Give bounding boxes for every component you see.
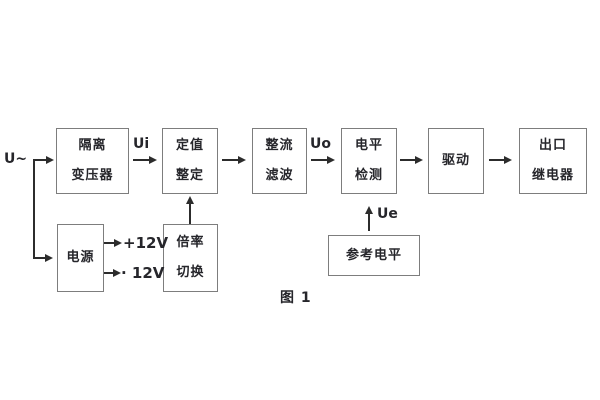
block-output-relay-line2: 继电器 xyxy=(531,168,574,183)
block-isolation-transformer-line1: 隔离 xyxy=(78,138,107,153)
block-isolation-transformer: 隔离 变压器 xyxy=(56,128,129,194)
block-reference-level: 参考电平 xyxy=(328,235,420,276)
arrow-pos12-head xyxy=(114,239,122,247)
block-level-detect-line1: 电平 xyxy=(354,138,383,153)
block-output-relay-line1: 出口 xyxy=(538,138,567,153)
arrow-setting-to-rectifier-head xyxy=(238,156,246,164)
block-setting-adjust-line1: 定值 xyxy=(175,138,204,153)
arrow-neg12-line xyxy=(104,272,114,274)
arrow-ratio-to-setting-line xyxy=(189,203,191,224)
arrow-ue-line xyxy=(368,213,370,231)
block-rectifier-filter: 整流 滤波 xyxy=(252,128,307,194)
figure-caption: 图 1 xyxy=(280,290,312,306)
arrow-ue-head xyxy=(365,206,373,214)
block-power-supply-label: 电源 xyxy=(66,250,95,265)
block-drive-label: 驱动 xyxy=(441,153,470,168)
arrow-rectifier-to-level-line xyxy=(311,159,328,161)
uo-signal-label: Uo xyxy=(310,136,331,152)
arrow-rectifier-to-level-head xyxy=(327,156,335,164)
block-ratio-switch-line2: 切换 xyxy=(176,265,205,280)
block-power-supply: 电源 xyxy=(57,224,104,292)
block-rectifier-filter-line1: 整流 xyxy=(265,138,294,153)
arrow-drive-to-relay-line xyxy=(489,159,505,161)
arrow-drive-to-relay-head xyxy=(504,156,512,164)
arrow-input-to-transformer-line xyxy=(33,159,47,161)
arrow-level-to-drive-line xyxy=(400,159,416,161)
neg12v-label: · 12V xyxy=(121,264,165,282)
arrow-input-to-power-head xyxy=(45,254,53,262)
ui-signal-label: Ui xyxy=(133,136,150,152)
arrow-input-to-power-line xyxy=(33,257,46,259)
block-reference-level-label: 参考电平 xyxy=(345,247,402,263)
arrow-input-to-transformer-head xyxy=(46,156,54,164)
input-voltage-label: U~ xyxy=(4,151,28,167)
arrow-level-to-drive-head xyxy=(415,156,423,164)
block-rectifier-filter-line2: 滤波 xyxy=(265,168,294,183)
arrow-transformer-to-setting-head xyxy=(149,156,157,164)
block-level-detect-line2: 检测 xyxy=(354,168,383,183)
arrow-neg12-head xyxy=(113,269,121,277)
arrow-pos12-line xyxy=(104,242,115,244)
block-level-detect: 电平 检测 xyxy=(341,128,397,194)
ue-signal-label: Ue xyxy=(377,206,398,222)
input-branch-line xyxy=(33,160,35,259)
block-output-relay: 出口 继电器 xyxy=(519,128,587,194)
pos12v-label: +12V xyxy=(123,234,169,252)
arrow-transformer-to-setting-line xyxy=(133,159,150,161)
block-ratio-switch: 倍率 切换 xyxy=(163,224,218,292)
block-ratio-switch-line1: 倍率 xyxy=(176,235,205,250)
block-drive: 驱动 xyxy=(428,128,484,194)
arrow-ratio-to-setting-head xyxy=(186,196,194,204)
block-setting-adjust-line2: 整定 xyxy=(175,168,204,183)
block-setting-adjust: 定值 整定 xyxy=(162,128,218,194)
arrow-setting-to-rectifier-line xyxy=(222,159,239,161)
block-isolation-transformer-line2: 变压器 xyxy=(71,168,114,183)
